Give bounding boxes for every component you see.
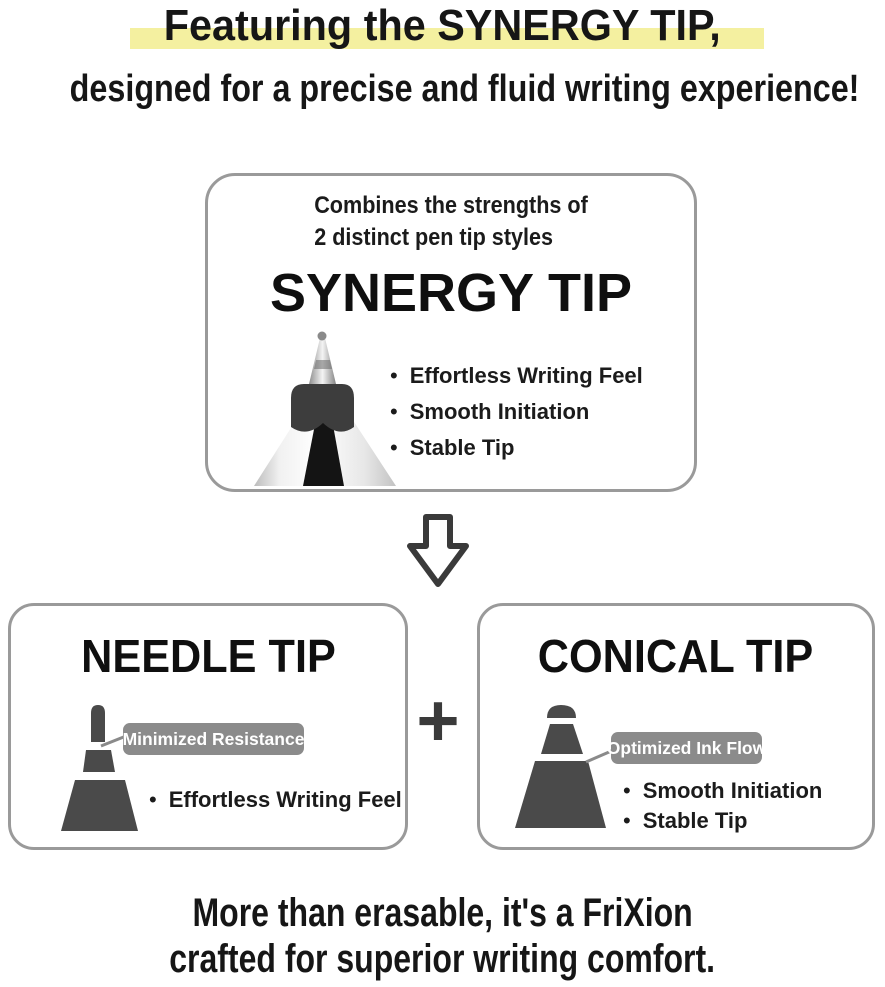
down-arrow-icon [407, 514, 469, 587]
bullet-text: Effortless Writing Feel [168, 787, 402, 812]
bullet-text: Smooth Initiation [409, 399, 590, 424]
bullet-dot: • [623, 808, 631, 833]
needle-card-title-text: NEEDLE TIP [80, 630, 336, 682]
synergy-card-title-text: SYNERGY TIP [269, 263, 633, 323]
conical-badge: Optimized Ink Flow [607, 732, 766, 764]
footer-line1-text: More than erasable, it's a FriXion [192, 891, 693, 935]
headline-highlight-bar [130, 28, 764, 49]
bullet-item: • Stable Tip [390, 430, 643, 466]
needle-tip-icon [61, 705, 138, 831]
bullet-item: • Smooth Initiation [390, 394, 643, 430]
footer-line2-text: crafted for superior writing comfort. [169, 937, 716, 981]
synergy-intro-block: Combines the strengths of 2 distinct pen… [314, 190, 588, 254]
bullet-item: • Smooth Initiation [623, 776, 822, 806]
footer-line2: crafted for superior writing comfort. [0, 936, 885, 982]
needle-card: NEEDLE TIP Minimized Resistance • Effort… [8, 603, 408, 850]
bullet-text: Stable Tip [642, 808, 748, 833]
conical-card-title: CONICAL TIP [480, 630, 872, 682]
bullet-dot: • [390, 399, 398, 424]
bullet-item: • Stable Tip [623, 806, 822, 836]
synergy-card: Combines the strengths of 2 distinct pen… [205, 173, 697, 492]
conical-card-title-text: CONICAL TIP [538, 630, 814, 682]
synergy-intro-line2: 2 distinct pen tip styles [314, 224, 554, 251]
bullet-item: • Effortless Writing Feel [149, 784, 402, 816]
bullet-text: Smooth Initiation [642, 778, 823, 803]
conical-tip-icon [515, 705, 606, 828]
headline-line2-text: designed for a precise and fluid writing… [69, 68, 860, 110]
synergy-bullets: • Effortless Writing Feel • Smooth Initi… [390, 358, 643, 466]
headline-line1-text: Featuring the SYNERGY TIP, [164, 1, 721, 50]
conical-badge-text: Optimized Ink Flow [606, 737, 767, 758]
bullet-item: • Effortless Writing Feel [390, 358, 643, 394]
bullet-dot: • [149, 787, 157, 812]
headline-line2: designed for a precise and fluid writing… [0, 66, 885, 112]
bullet-dot: • [623, 778, 631, 803]
pen-tip-photo [254, 331, 396, 486]
conical-bullets: • Smooth Initiation • Stable Tip [623, 776, 822, 836]
bullet-text: Effortless Writing Feel [409, 363, 643, 388]
bullet-dot: • [390, 363, 398, 388]
needle-bullets: • Effortless Writing Feel [149, 784, 402, 816]
plus-icon: + [416, 679, 460, 762]
bullet-dot: • [390, 435, 398, 460]
needle-badge-text: Minimized Resistance [122, 728, 305, 749]
needle-badge: Minimized Resistance [123, 723, 304, 755]
synergy-intro: Combines the strengths of 2 distinct pen… [208, 190, 694, 254]
conical-card: CONICAL TIP Optimized Ink Flow • Smooth … [477, 603, 875, 850]
synergy-intro-line1: Combines the strengths of [314, 192, 588, 219]
footer-line1: More than erasable, it's a FriXion [0, 890, 885, 936]
bullet-text: Stable Tip [409, 435, 515, 460]
headline-line1: Featuring the SYNERGY TIP, [0, 0, 885, 52]
synergy-card-title: SYNERGY TIP [208, 264, 694, 322]
needle-card-title: NEEDLE TIP [11, 630, 405, 682]
